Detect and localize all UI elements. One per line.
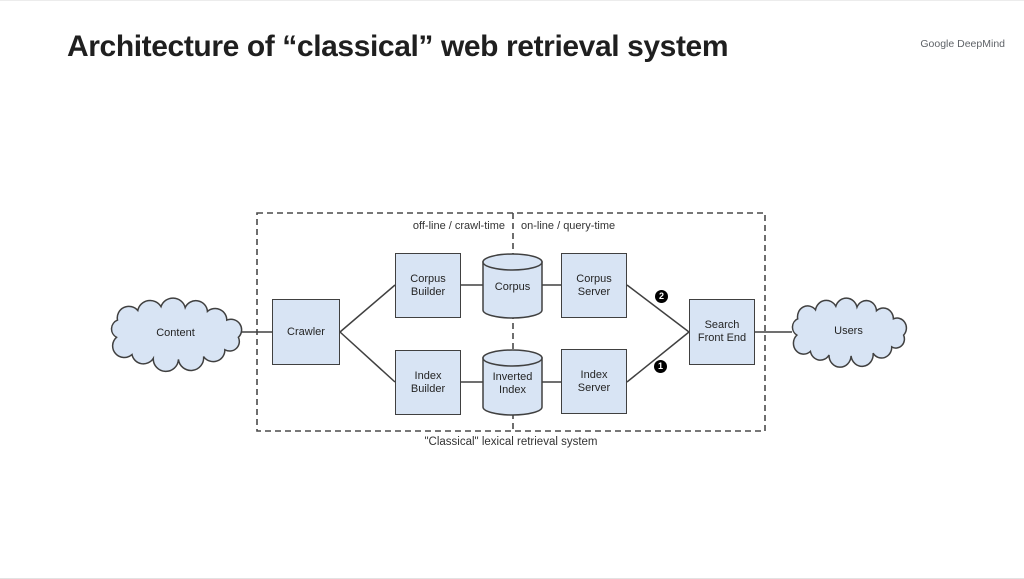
step-2-badge: 2: [655, 290, 668, 303]
node-crawler-label: Crawler: [287, 325, 325, 338]
system-boundary-dashed-box: [256, 212, 766, 432]
node-corpus-server: Corpus Server: [561, 253, 627, 318]
offline-region-label: off-line / crawl-time: [412, 220, 505, 232]
content-cloud-label: Content: [156, 327, 195, 339]
edge-corpus-server-search-front-end: [626, 284, 690, 333]
node-search-front-end: Search Front End: [689, 299, 755, 365]
inverted-index-cylinder-shape: [482, 349, 543, 416]
step-1-badge: 1: [654, 360, 667, 373]
node-index-builder: Index Builder: [395, 350, 461, 415]
step-1-badge-value: 1: [657, 361, 663, 371]
node-index-server: Index Server: [561, 349, 627, 414]
node-corpus-server-label: Corpus Server: [576, 272, 612, 298]
edge-crawler-index-builder: [339, 331, 396, 383]
brand-logo-text: Google DeepMind: [920, 38, 1005, 50]
node-index-server-label: Index Server: [577, 368, 611, 394]
edge-crawler-corpus-builder: [339, 284, 396, 333]
users-cloud-label: Users: [834, 325, 863, 337]
inverted-index-cylinder-top: [482, 349, 543, 367]
system-caption: "Classical" lexical retrieval system: [424, 436, 598, 448]
node-index-builder-label: Index Builder: [410, 369, 446, 395]
node-corpus-builder: Corpus Builder: [395, 253, 461, 318]
users-cloud-shape: [792, 298, 906, 367]
corpus-cylinder-top: [482, 253, 543, 271]
node-corpus-label: Corpus: [494, 281, 531, 293]
page-title: Architecture of “classical” web retrieva…: [67, 30, 729, 63]
online-region-label: on-line / query-time: [521, 220, 616, 232]
node-inverted-index-label: Inverted Index: [492, 370, 533, 396]
connector-lines: [238, 284, 792, 383]
content-cloud-shape: [112, 298, 242, 371]
node-search-front-end-label: Search Front End: [697, 319, 747, 344]
inverted-index-cylinder-body: [482, 357, 543, 416]
corpus-cylinder-shape: [482, 253, 543, 319]
corpus-cylinder-body: [482, 261, 543, 319]
node-crawler: Crawler: [272, 299, 340, 365]
node-corpus-builder-label: Corpus Builder: [410, 272, 446, 298]
edge-index-server-search-front-end: [626, 331, 690, 383]
step-2-badge-value: 2: [658, 291, 664, 301]
